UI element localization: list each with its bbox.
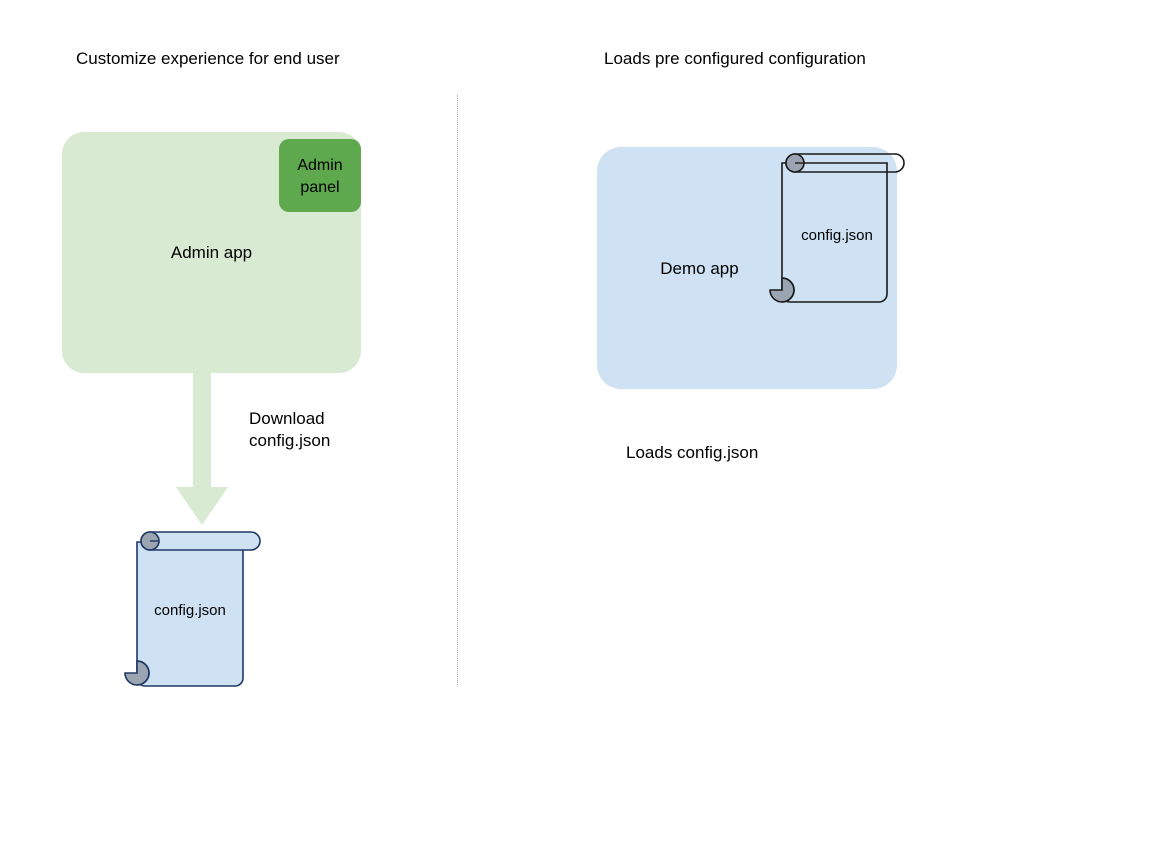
right-section-title: Loads pre configured configuration [604,49,866,68]
config-json-document-left[interactable] [118,528,268,692]
admin-panel-box[interactable] [279,139,361,212]
loads-config-caption: Loads config.json [626,443,759,462]
download-arrow-label: Download config.json [249,408,330,452]
demo-app-box[interactable] [597,147,897,389]
admin-panel-label-line2: panel [300,179,340,196]
config-json-document-right-label: config.json [801,227,873,244]
demo-app-label: Demo app [660,259,739,278]
download-arrow-label-line1: Download [249,409,325,428]
admin-panel-label-line1: Admin [297,157,343,174]
download-arrow-label-line2: config.json [249,431,331,450]
download-arrow-icon [176,370,228,525]
left-section-title: Customize experience for end user [76,49,340,68]
config-json-document-left-label: config.json [154,602,226,619]
section-divider [457,95,458,685]
admin-panel-label: Admin panel [279,155,361,199]
admin-app-label: Admin app [170,243,253,262]
config-json-document-right[interactable] [765,150,911,308]
